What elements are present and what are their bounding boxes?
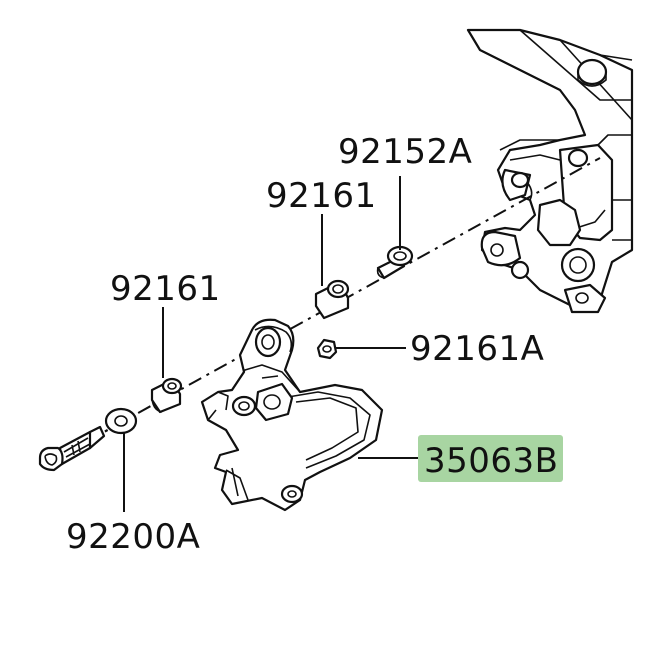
part-label-35063B: 35063B xyxy=(424,441,558,481)
part-label-92200A: 92200A xyxy=(66,517,200,557)
part-label-92152A: 92152A xyxy=(338,132,472,172)
bushing-92161-upper xyxy=(314,279,350,320)
part-label-92161-upper: 92161 xyxy=(266,176,377,216)
part-label-92161-lower: 92161 xyxy=(110,269,221,309)
frame-mount-illustration xyxy=(466,28,634,314)
collar-92152A xyxy=(376,245,414,280)
highlight-box-35063B xyxy=(418,435,563,482)
bolt-part xyxy=(38,425,106,472)
part-label-92161A: 92161A xyxy=(410,329,544,369)
washer-92200A xyxy=(104,407,138,435)
nut-92161A xyxy=(316,338,338,360)
bushing-92161-lower xyxy=(150,377,183,414)
bracket-guard-35063B xyxy=(200,318,384,512)
